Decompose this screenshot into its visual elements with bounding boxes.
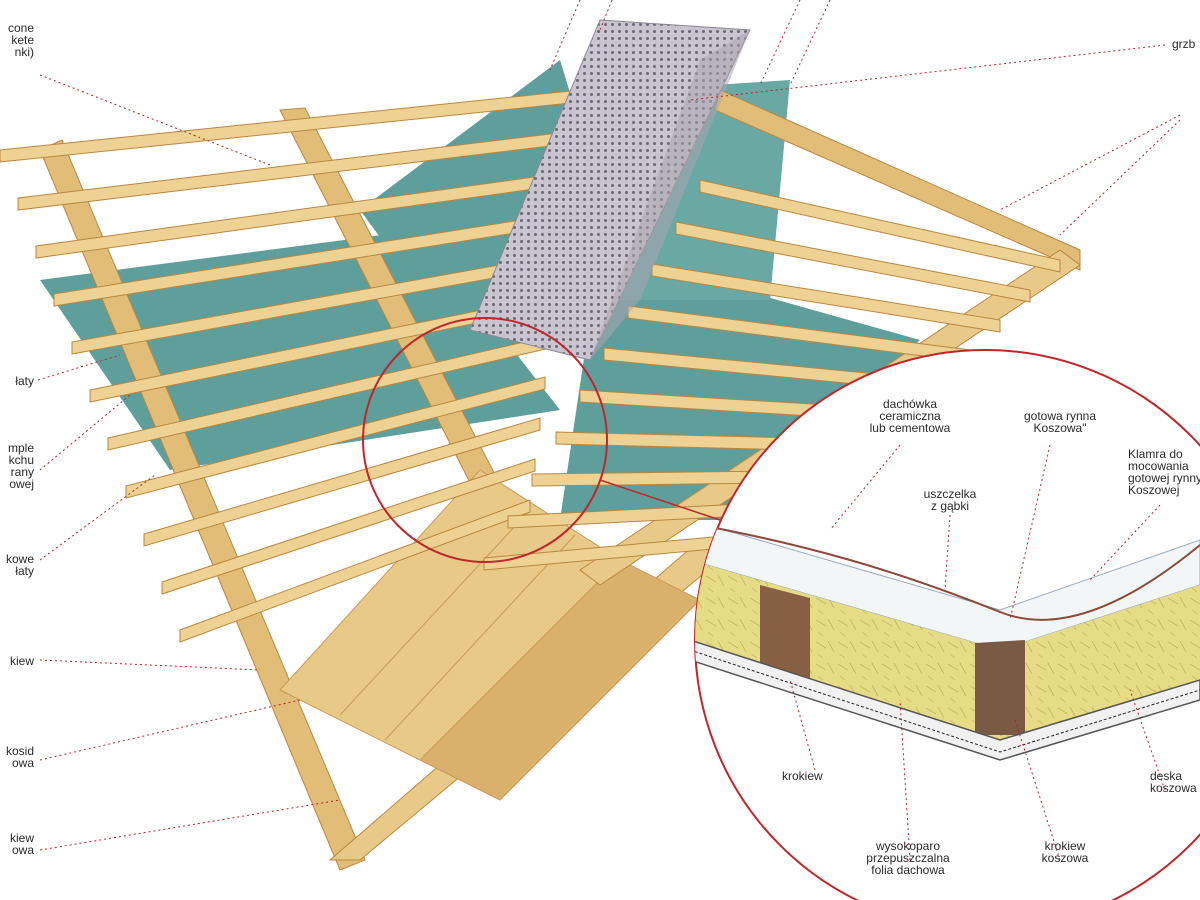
label-rynna: gotowa rynna Koszowa" — [1023, 409, 1097, 435]
battens-left — [0, 89, 581, 643]
battens-right — [483, 179, 1061, 571]
label-membrane: mple kchu rany owej — [7, 441, 34, 491]
label-deska: kosid owa — [5, 744, 34, 770]
label-dachowka: dachówka ceramiczna lub cementowa — [869, 397, 951, 435]
label-battens: kowe łaty — [5, 552, 34, 578]
magnifier-circle-icon — [362, 317, 608, 563]
label-folia: wysokoparo przepuszczalna folia dachowa — [866, 839, 950, 877]
label-deska-koszowa: deska koszowa — [1150, 769, 1197, 795]
label-top-left: cone kete nki) — [7, 21, 34, 59]
label-krokiew: kiew — [9, 654, 34, 668]
batten-left — [125, 376, 546, 499]
label-uszczelka: uszczelka z gąbki — [923, 487, 977, 513]
batten-right — [651, 263, 1001, 333]
label-laty: łaty — [15, 374, 34, 388]
batten-right — [675, 221, 1031, 303]
batten-left — [179, 499, 531, 643]
valley-mesh — [469, 19, 751, 361]
label-krokiew-detail: krokiew — [782, 769, 823, 783]
leader-lines-left — [37, 74, 341, 851]
batten-left — [143, 417, 541, 547]
label-krokiew-koszowa: krokiew koszowa — [1041, 839, 1089, 865]
detail-cross-section — [694, 349, 1200, 900]
batten-left — [161, 458, 536, 595]
leader-lines-right — [549, 0, 1181, 236]
label-krokiew-kosz: kiew owa — [9, 831, 34, 857]
batten-right — [699, 179, 1061, 273]
label-klamra: Klamra do mocowania gotowej rynny Koszow… — [1128, 447, 1200, 497]
label-grzbiet: grzb — [1172, 37, 1196, 51]
